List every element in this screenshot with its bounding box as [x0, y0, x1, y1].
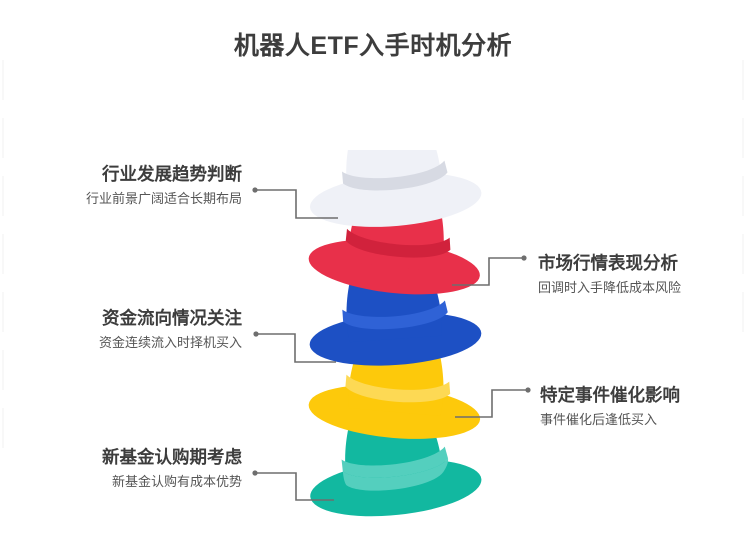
item-event-catalyst-title: 特定事件催化影响	[540, 385, 680, 405]
connector-dot-4	[525, 387, 531, 393]
item-capital-flow-subtitle: 资金连续流入时择机买入	[98, 334, 242, 350]
connector-dot-3	[253, 331, 259, 337]
item-industry-trend-title: 行业发展趋势判断	[102, 164, 242, 184]
item-industry-trend-subtitle: 行业前景广阔适合长期布局	[85, 190, 242, 206]
connector-dot-2	[521, 255, 527, 261]
connector-dot-5	[252, 470, 258, 476]
item-market-performance[interactable]: 市场行情表现分析 回调时入手降低成本风险	[538, 253, 742, 297]
hat-white	[309, 150, 482, 227]
item-new-fund-subtitle: 新基金认购有成本优势	[111, 473, 242, 489]
item-capital-flow[interactable]: 资金流向情况关注 资金连续流入时择机买入	[22, 308, 242, 352]
item-new-fund-title: 新基金认购期考虑	[102, 447, 242, 467]
item-market-performance-subtitle: 回调时入手降低成本风险	[538, 279, 682, 295]
item-event-catalyst-subtitle: 事件催化后逢低买入	[540, 411, 658, 427]
connector-dot-1	[252, 187, 258, 193]
item-market-performance-title: 市场行情表现分析	[538, 253, 678, 273]
stacked-hats-illustration	[308, 150, 482, 517]
item-new-fund[interactable]: 新基金认购期考虑 新基金认购有成本优势	[22, 447, 242, 491]
page-title: 机器人ETF入手时机分析	[233, 32, 513, 60]
item-event-catalyst[interactable]: 特定事件催化影响 事件催化后逢低买入	[540, 385, 744, 429]
item-capital-flow-title: 资金流向情况关注	[102, 308, 242, 328]
item-industry-trend[interactable]: 行业发展趋势判断 行业前景广阔适合长期布局	[20, 164, 242, 208]
